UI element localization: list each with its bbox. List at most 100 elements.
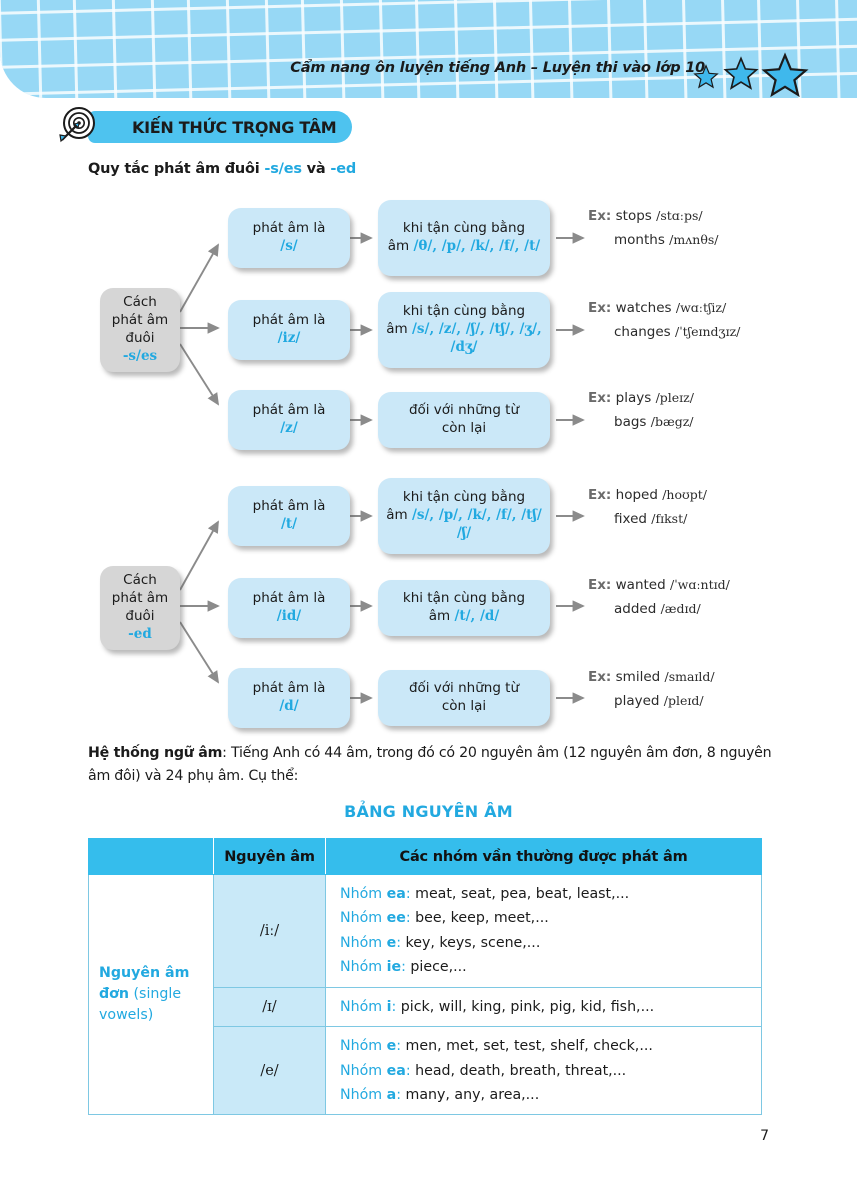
- example-word: smiled: [615, 669, 661, 685]
- table-cell-symbol: /e/: [213, 1026, 326, 1116]
- diagram-node-pronounce-z: phát âm là /z/: [228, 390, 350, 450]
- example-line-2: played /pleɪd/: [588, 690, 704, 714]
- example-prefix: Ex:: [588, 208, 612, 224]
- table-header-vowel: Nguyên âm: [213, 838, 326, 875]
- node-ipa: /iz/: [277, 330, 301, 346]
- example-prefix: Ex:: [588, 390, 612, 406]
- condition-prefix: âm: [386, 321, 412, 338]
- table-title: BẢNG NGUYÊN ÂM: [344, 802, 513, 821]
- condition-label: khi tận cùng bằng: [402, 590, 526, 607]
- section-badge-label: KIẾN THỨC TRỌNG TÂM: [132, 117, 337, 137]
- group-prefix: Nhóm: [340, 1086, 387, 1103]
- diagram-node-condition-s: khi tận cùng bằng âm /θ/, /p/, /k/, /f/,…: [378, 200, 550, 276]
- example-phonetic: /hoʊpt/: [662, 487, 707, 502]
- header-blue-band: [0, 0, 857, 98]
- node-ipa: /s/: [280, 238, 298, 254]
- table-header-category: [88, 838, 214, 875]
- group-sep: :: [396, 1086, 406, 1103]
- example-phonetic: /wɑːtʃiz/: [675, 300, 727, 315]
- example-block-id: Ex: wanted /ˈwɑːntɪd/ added /ædɪd/: [588, 574, 730, 621]
- condition-label-2: còn lại: [441, 420, 487, 436]
- example-phonetic: /pleɪd/: [663, 692, 704, 708]
- star-icon-medium: [723, 56, 759, 90]
- group-line: Nhóm a: many, any, area,...: [340, 1083, 747, 1107]
- group-letters: ie: [386, 959, 402, 976]
- diagram-node-condition-iz: khi tận cùng bằng âm /s/, /z/, /ʃ/, /tʃ/…: [378, 292, 550, 368]
- group-letters: ea: [386, 886, 406, 902]
- example-line-2: added /ædɪd/: [588, 598, 701, 622]
- example-word: stops: [615, 208, 652, 224]
- table-cell-groups: Nhóm i: pick, will, king, pink, pig, kid…: [325, 986, 762, 1028]
- table-cell-symbol: /iː/: [213, 874, 326, 988]
- condition-ipa: /t/, /d/: [454, 608, 500, 624]
- example-line-2: months /mʌnθs/: [588, 229, 719, 253]
- root-tag: -ed: [128, 625, 152, 642]
- group-sep: :: [396, 1038, 406, 1055]
- diagram-ed: Cách phát âm đuôi -ed phát âm là /t/ khi…: [100, 478, 730, 728]
- example-word: hoped: [615, 487, 658, 503]
- example-word: played: [614, 692, 660, 709]
- example-phonetic: /ˈtʃeɪndʒɪz/: [675, 323, 741, 339]
- example-word: plays: [615, 390, 652, 406]
- page-header: Cẩm nang ôn luyện tiếng Anh – Luyện thi …: [0, 0, 857, 100]
- group-line: Nhóm e: key, keys, scene,...: [340, 931, 747, 955]
- root-line-2: phát âm: [111, 312, 169, 329]
- condition-prefix: âm: [428, 608, 455, 624]
- example-line-2: bags /bægz/: [588, 411, 694, 435]
- vowel-table-head: Nguyên âm Các nhóm vần thường được phát …: [88, 838, 762, 875]
- node-label: phát âm là: [252, 220, 326, 237]
- group-words: bee, keep, meet,...: [415, 910, 549, 927]
- table-header-groups: Các nhóm vần thường được phát âm: [325, 838, 762, 875]
- stars-decoration: [693, 50, 813, 100]
- example-phonetic: /stɑːps/: [656, 208, 703, 223]
- table-cell-groups: Nhóm ea: meat, seat, pea, beat, least,..…: [325, 874, 762, 988]
- condition-label: khi tận cùng bằng: [402, 303, 526, 320]
- condition-ipa: /s/, /p/, /k/, /f/, /tʃ/ /ʃ/: [411, 507, 542, 541]
- example-line-1: Ex: watches /wɑːtʃiz/: [588, 297, 740, 321]
- example-prefix: Ex:: [588, 300, 612, 316]
- group-sep: :: [401, 959, 411, 976]
- group-line: Nhóm ea: meat, seat, pea, beat, least,..…: [340, 882, 747, 906]
- example-line-1: Ex: wanted /ˈwɑːntɪd/: [588, 574, 730, 598]
- example-phonetic: /ˈwɑːntɪd/: [669, 577, 730, 592]
- group-words: many, any, area,...: [405, 1086, 540, 1103]
- group-letters: e: [386, 934, 397, 951]
- example-phonetic: /smaɪld/: [664, 669, 715, 684]
- group-letters: a: [386, 1086, 397, 1103]
- root-line-2: phát âm: [111, 590, 169, 607]
- diagram-node-pronounce-t: phát âm là /t/: [228, 486, 350, 546]
- table-row: /e/ Nhóm e: men, met, set, test, shelf, …: [89, 1026, 762, 1116]
- star-icon-small: [693, 64, 719, 89]
- vowel-table-body: Nguyên âm đơn (single vowels) /iː/ Nhóm …: [88, 873, 762, 1116]
- example-word: changes: [614, 323, 671, 340]
- group-line: Nhóm i: pick, will, king, pink, pig, kid…: [340, 995, 747, 1019]
- group-sep: :: [405, 1062, 416, 1079]
- root-line-1: Cách: [123, 294, 157, 311]
- category-strong: Nguyên âm đơn: [99, 964, 190, 1003]
- heading-part-2: và: [301, 161, 331, 177]
- page-title: Quy tắc phát âm đuôi -s/es và -ed: [88, 161, 356, 177]
- group-prefix: Nhóm: [340, 1062, 387, 1079]
- group-sep: :: [396, 934, 406, 951]
- diagram-root-node-ed: Cách phát âm đuôi -ed: [100, 566, 180, 650]
- condition-ipa-line: âm /t/, /d/: [429, 608, 500, 626]
- example-prefix: Ex:: [588, 577, 612, 593]
- category-normal: (single vowels): [99, 986, 182, 1024]
- diagram-node-pronounce-id: phát âm là /id/: [228, 578, 350, 638]
- node-ipa: /d/: [279, 698, 299, 714]
- example-word: added: [614, 600, 657, 617]
- diagram-s-es: Cách phát âm đuôi -s/es phát âm là /s/ k…: [0, 0, 857, 470]
- condition-label: đối với những từ: [408, 680, 520, 697]
- group-words: head, death, breath, threat,...: [415, 1062, 627, 1079]
- group-sep: :: [405, 910, 416, 927]
- example-block-d: Ex: smiled /smaɪld/ played /pleɪd/: [588, 666, 715, 713]
- example-block-iz: Ex: watches /wɑːtʃiz/ changes /ˈtʃeɪndʒɪ…: [588, 297, 740, 344]
- example-line-2: changes /ˈtʃeɪndʒɪz/: [588, 321, 740, 345]
- diagram-node-pronounce-iz: phát âm là /iz/: [228, 300, 350, 360]
- example-prefix: Ex:: [588, 669, 612, 685]
- group-words: key, keys, scene,...: [405, 934, 541, 951]
- section-badge: KIẾN THỨC TRỌNG TÂM: [88, 111, 353, 143]
- diagram-node-condition-d: đối với những từ còn lại: [378, 670, 550, 726]
- node-ipa: /id/: [276, 608, 302, 624]
- example-word: wanted: [615, 577, 666, 593]
